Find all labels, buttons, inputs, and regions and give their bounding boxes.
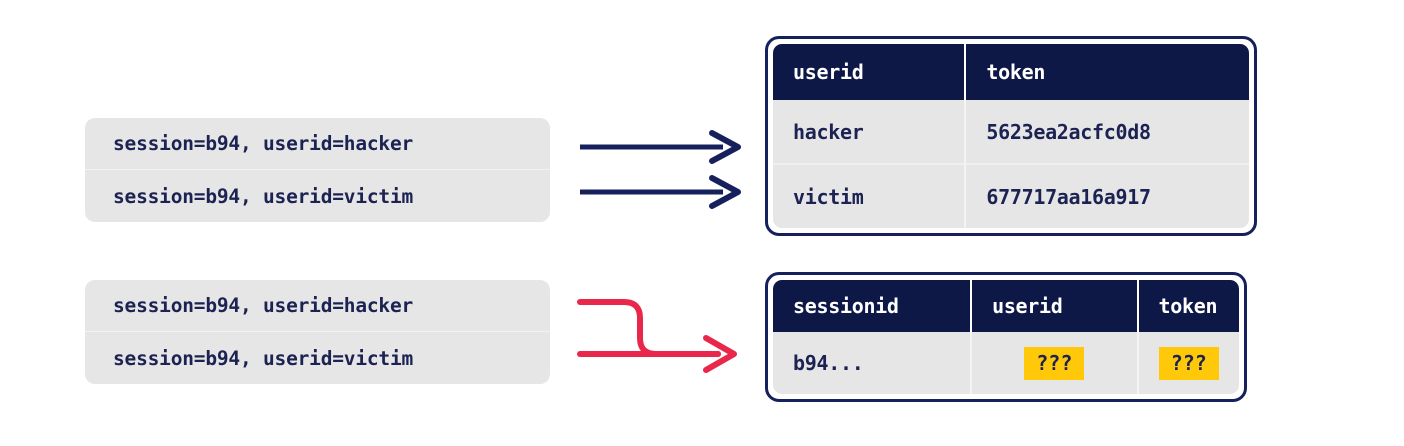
request-box-top: session=b94, userid=hacker session=b94, … bbox=[85, 118, 550, 222]
cell-userid-victim: victim bbox=[773, 163, 966, 228]
unknown-token-badge: ??? bbox=[1158, 346, 1219, 380]
cell-token-unknown: ??? bbox=[1136, 332, 1239, 394]
session-table-head: sessionid userid token bbox=[773, 280, 1239, 332]
token-table: userid token hacker 5623ea2acfc0d8 victi… bbox=[773, 44, 1249, 228]
table-row: b94... ??? ??? bbox=[773, 332, 1239, 394]
column-header-token: token bbox=[1136, 280, 1239, 332]
session-table: sessionid userid token b94... ??? ??? bbox=[773, 280, 1239, 394]
token-table-head: userid token bbox=[773, 44, 1249, 100]
table-row: hacker 5623ea2acfc0d8 bbox=[773, 100, 1249, 164]
arrow-victim-to-table bbox=[580, 175, 741, 209]
table-row: victim 677717aa16a917 bbox=[773, 163, 1249, 228]
request-line-victim-bottom: session=b94, userid=victim bbox=[113, 346, 414, 370]
request-line-hacker-top: session=b94, userid=hacker bbox=[85, 118, 550, 170]
column-header-sessionid: sessionid bbox=[773, 280, 972, 332]
unknown-userid-badge: ??? bbox=[1024, 346, 1085, 380]
request-line-hacker-bottom: session=b94, userid=hacker bbox=[85, 280, 550, 332]
arrow-hacker-to-table bbox=[580, 130, 741, 164]
arrow-merge-to-session-table bbox=[577, 299, 737, 373]
session-table-wrapper: sessionid userid token b94... ??? ??? bbox=[765, 272, 1247, 402]
token-table-body: hacker 5623ea2acfc0d8 victim 677717aa16a… bbox=[773, 100, 1249, 228]
column-header-userid: userid bbox=[970, 280, 1138, 332]
column-header-token: token bbox=[964, 44, 1249, 100]
request-line-victim-top: session=b94, userid=victim bbox=[113, 184, 414, 208]
cell-token-victim: 677717aa16a917 bbox=[964, 163, 1249, 228]
cell-userid-hacker: hacker bbox=[773, 100, 966, 164]
session-table-body: b94... ??? ??? bbox=[773, 332, 1239, 394]
table-header-row: sessionid userid token bbox=[773, 280, 1239, 332]
cell-userid-unknown: ??? bbox=[970, 332, 1138, 394]
column-header-userid: userid bbox=[773, 44, 966, 100]
request-box-bottom: session=b94, userid=hacker session=b94, … bbox=[85, 280, 550, 384]
table-header-row: userid token bbox=[773, 44, 1249, 100]
cell-sessionid-b94: b94... bbox=[773, 332, 972, 394]
token-table-wrapper: userid token hacker 5623ea2acfc0d8 victi… bbox=[765, 36, 1257, 236]
cell-token-hacker: 5623ea2acfc0d8 bbox=[964, 100, 1249, 164]
